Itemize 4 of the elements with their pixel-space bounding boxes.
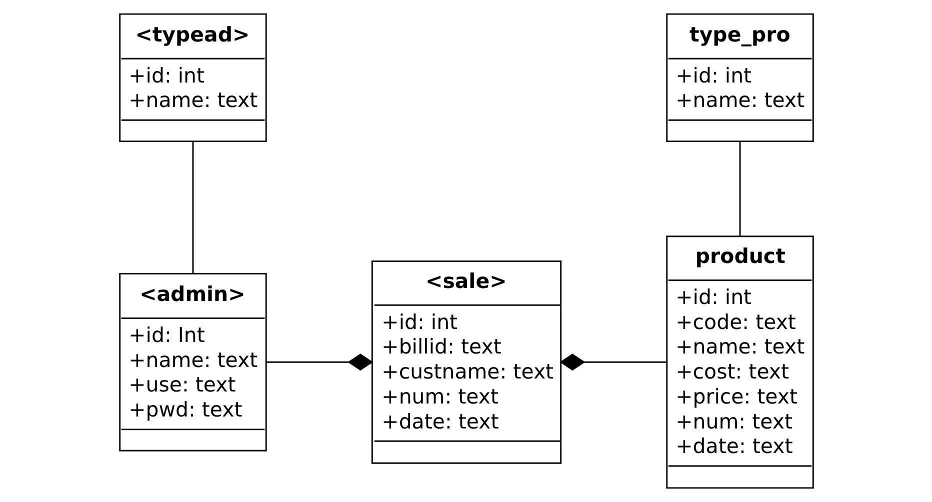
- connector: [559, 354, 666, 371]
- connector: [266, 354, 373, 371]
- connector: [192, 142, 194, 274]
- connector: [738, 142, 740, 236]
